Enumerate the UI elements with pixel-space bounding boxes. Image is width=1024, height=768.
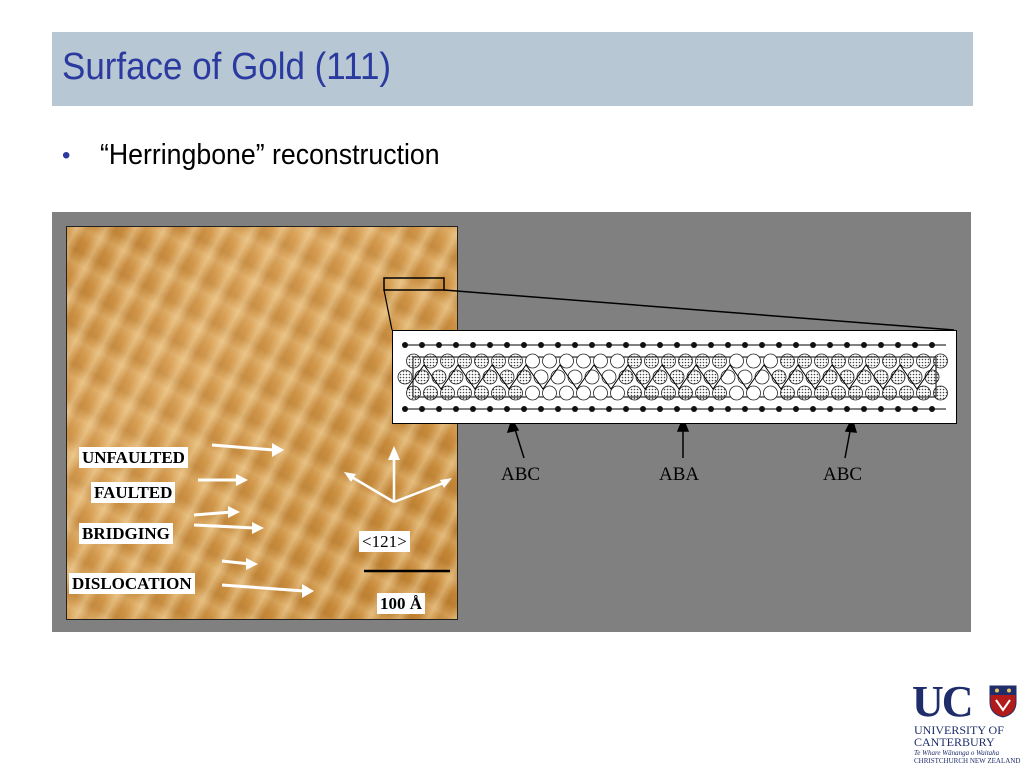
atomic-model-panel bbox=[392, 330, 957, 424]
herringbone-figure: UNFAULTED FAULTED BRIDGING DISLOCATION <… bbox=[52, 212, 971, 632]
stacking-label-abc-right: ABC bbox=[823, 464, 863, 485]
figure-arrows bbox=[193, 277, 955, 598]
crest-icon bbox=[989, 685, 1017, 718]
bullet-marker: • bbox=[62, 142, 71, 169]
label-dislocation: DISLOCATION bbox=[69, 573, 195, 594]
logo-letters: UC bbox=[912, 677, 974, 726]
label-unfaulted: UNFAULTED bbox=[79, 447, 188, 468]
label-direction: <121> bbox=[359, 531, 410, 552]
atomic-lattice bbox=[397, 342, 948, 412]
label-faulted: FAULTED bbox=[91, 482, 176, 503]
stacking-label-abc-left: ABC bbox=[501, 464, 541, 485]
logo-line-1: UNIVERSITY OF bbox=[914, 723, 1004, 737]
logo-line-2: CANTERBURY bbox=[914, 735, 995, 749]
slide-title: Surface of Gold (111) bbox=[62, 46, 392, 88]
logo-line-3: Te Whare Wānanga o Waitaha bbox=[914, 749, 1000, 757]
stacking-label-aba: ABA bbox=[659, 464, 700, 485]
university-logo: UC UNIVERSITY OF CANTERBURY Te Whare Wān… bbox=[906, 680, 1022, 766]
label-bridging: BRIDGING bbox=[79, 523, 173, 544]
slide-title-bar: Surface of Gold (111) bbox=[52, 32, 973, 106]
logo-line-4: CHRISTCHURCH NEW ZEALAND bbox=[914, 757, 1021, 765]
label-scale: 100 Å bbox=[377, 593, 426, 614]
bullet-text: “Herringbone” reconstruction bbox=[100, 139, 440, 171]
